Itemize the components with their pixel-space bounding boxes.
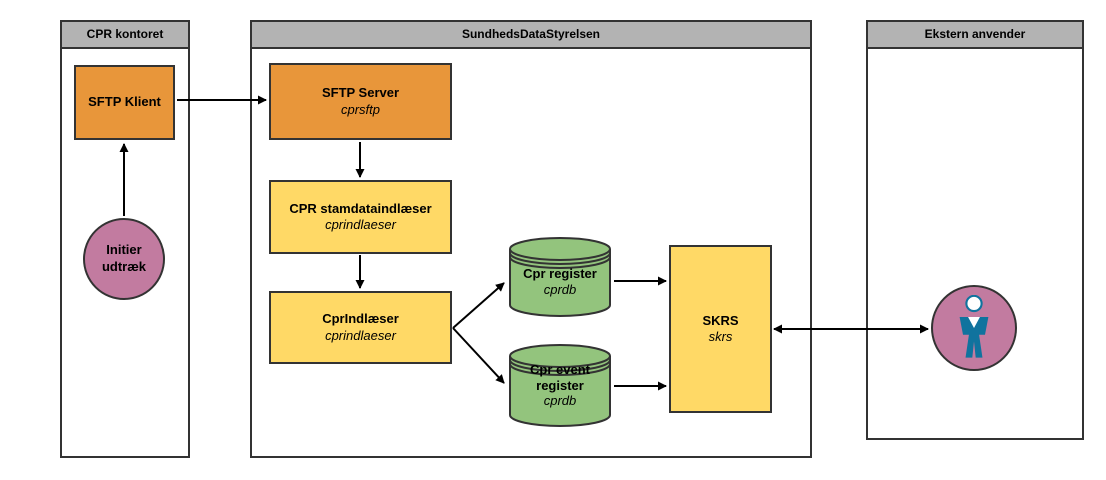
database-icon (509, 344, 611, 427)
node-skrs: SKRS skrs (669, 245, 772, 413)
container-title-sundhedsdatastyrelsen: SundhedsDataStyrelsen (252, 22, 810, 49)
node-label: CprIndlæser (322, 311, 399, 327)
node-cpr-stamdataindlaeser: CPR stamdataindlæser cprindlaeser (269, 180, 452, 254)
node-label: SFTP Klient (88, 94, 161, 110)
node-sublabel: cprsftp (340, 101, 380, 117)
arrow-cprindlaeser-to-cprregister (452, 282, 505, 329)
container-title-ekstern-anvender: Ekstern anvender (868, 22, 1082, 49)
node-sublabel: cprindlaeser (325, 327, 396, 343)
database-icon (509, 237, 611, 317)
node-label: Cpr register (523, 266, 597, 281)
arrow-cprindlaeser-to-cpreventregister (452, 327, 505, 384)
node-ekstern-bruger (931, 285, 1017, 371)
node-cpr-event-register: Cpr event register cprdb (508, 343, 612, 428)
node-sublabel: cprdb (543, 393, 577, 409)
node-sublabel: skrs (708, 329, 733, 344)
node-label: CPR stamdataindlæser (289, 200, 432, 216)
node-label: Initier udtræk (101, 242, 147, 274)
node-sublabel: cprindlaeser (325, 217, 396, 232)
container-title-cpr-kontoret: CPR kontoret (62, 22, 188, 49)
node-sftp-server: SFTP Server cprsftp (269, 63, 452, 140)
node-label: SKRS (702, 312, 739, 328)
node-sublabel: cprdb (543, 281, 577, 297)
node-label: Cpr event register (530, 362, 590, 393)
person-icon (959, 295, 989, 358)
node-initier-udtraek: Initier udtræk (83, 218, 165, 300)
node-sftp-klient: SFTP Klient (74, 65, 175, 140)
node-cpr-indlaeser: CprIndlæser cprindlaeser (269, 291, 452, 364)
node-cpr-register: Cpr register cprdb (508, 236, 612, 318)
node-label: SFTP Server (321, 85, 400, 101)
